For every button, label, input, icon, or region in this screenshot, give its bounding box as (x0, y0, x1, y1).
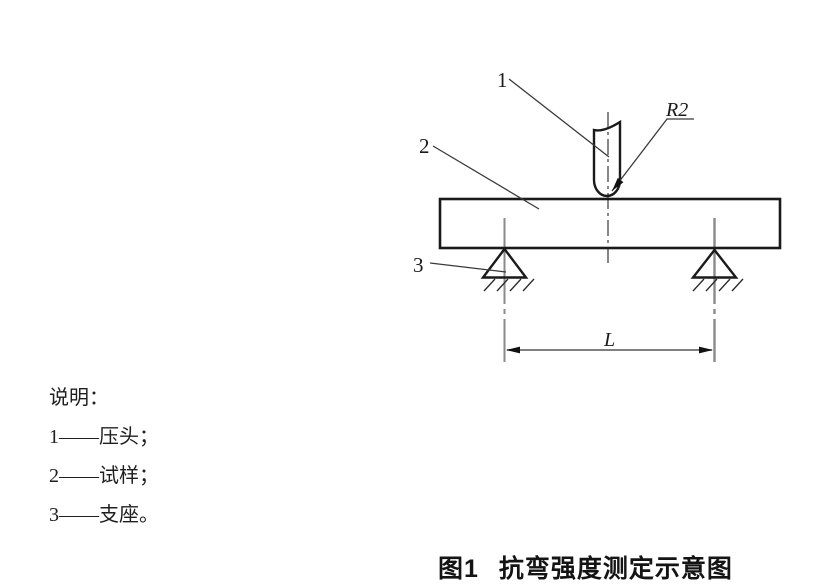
leader-line-support (429, 262, 507, 273)
radius-arrowhead (612, 177, 624, 191)
legend-item-specimen: 2——试样； (49, 465, 159, 487)
callout-press-head: 1 (497, 68, 508, 92)
span-label: L (603, 329, 615, 351)
leader-line-press-head (508, 78, 610, 158)
right-support-hatching (692, 278, 744, 292)
legend: 说明： 1——压头； 2——试样； 3——支座。 (49, 379, 159, 535)
right-support (690, 248, 744, 292)
legend-item-support: 3——支座。 (49, 504, 159, 526)
radius-label: R2 (665, 99, 688, 121)
specimen-beam (438, 197, 782, 250)
figure-title: 抗弯强度测定示意图 (498, 555, 733, 583)
left-support-triangle (480, 247, 529, 279)
legend-item-press-head: 1——压头； (49, 426, 159, 448)
left-support (480, 247, 535, 292)
right-support-triangle (690, 248, 739, 279)
radius-leader-line (611, 118, 694, 192)
press-head (592, 119, 622, 198)
span-dimension: L (506, 329, 713, 354)
dimension-arrow-left (506, 346, 520, 354)
left-support-hatching (483, 278, 535, 292)
figure-caption: 图1 抗弯强度测定示意图 (438, 549, 733, 585)
leader-line-specimen (432, 145, 540, 210)
radius-leader: R2 (611, 99, 694, 192)
dimension-arrow-right (699, 346, 713, 354)
figure-number: 图1 (438, 555, 479, 583)
callout-support: 3 (413, 253, 424, 277)
legend-title: 说明： (49, 387, 109, 409)
callout-specimen: 2 (419, 134, 430, 158)
